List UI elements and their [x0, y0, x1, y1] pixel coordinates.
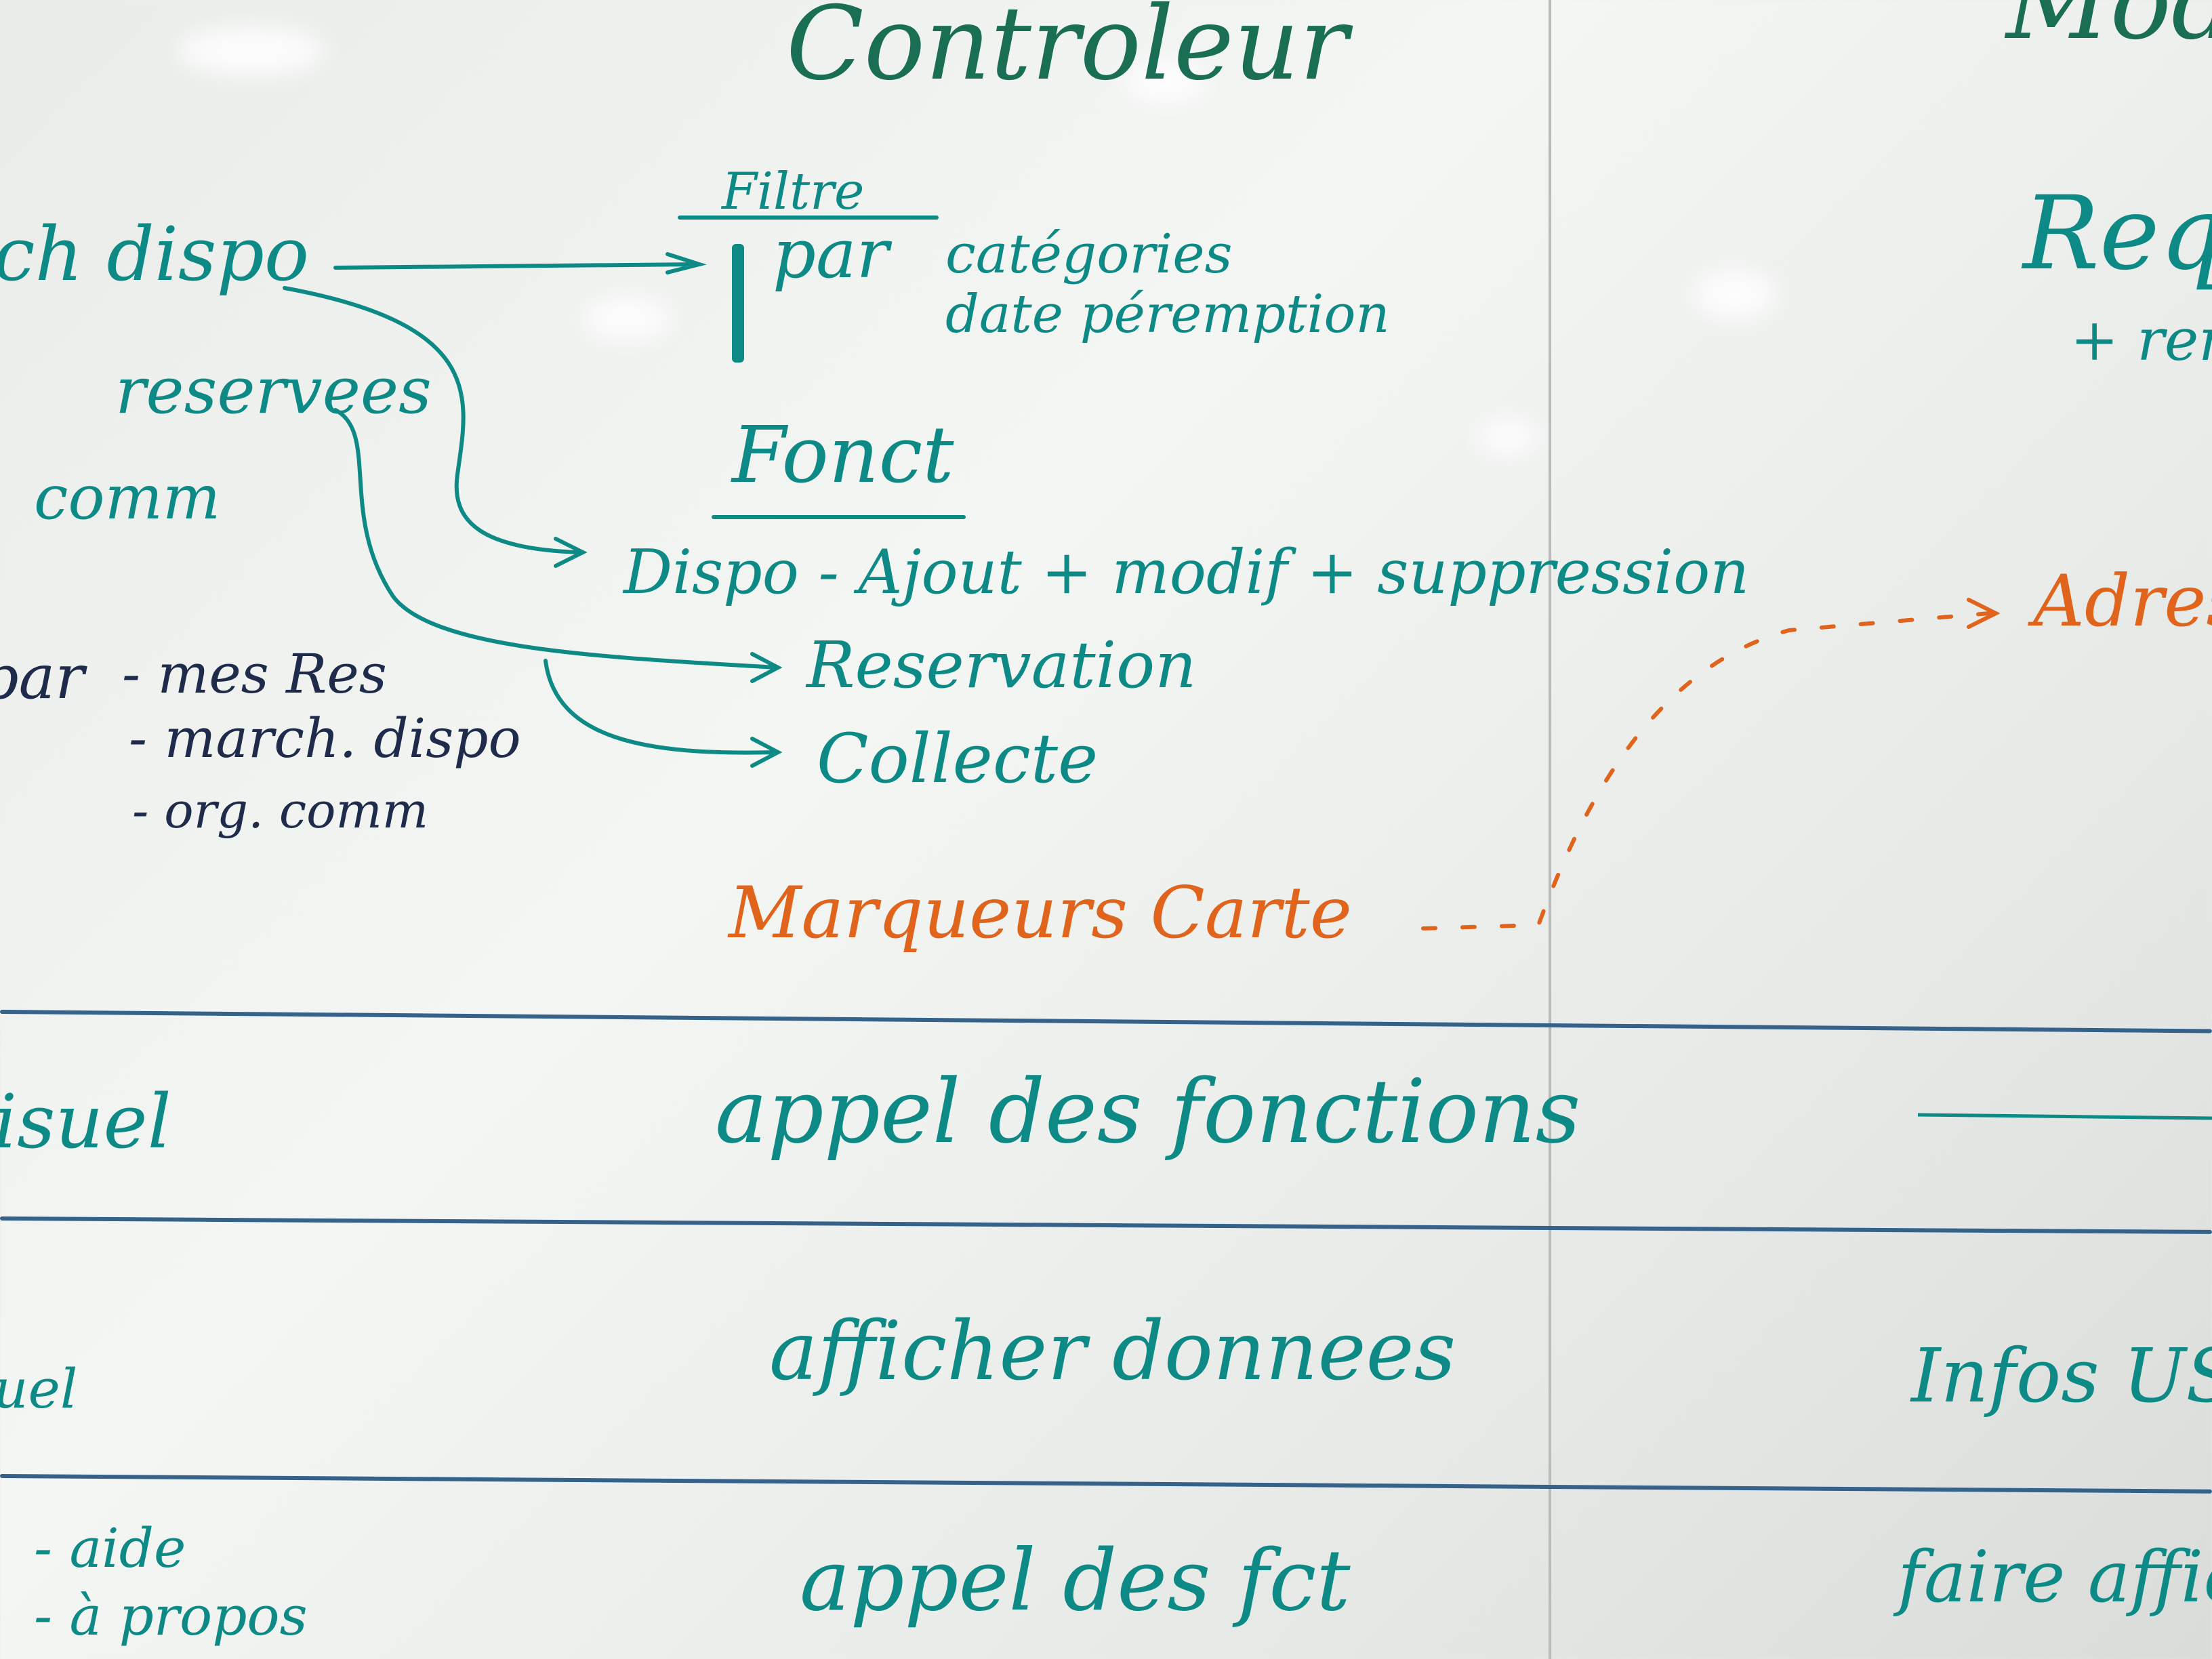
row2-left-label: uel: [0, 1357, 78, 1420]
dashed-markers-to-address: [1421, 611, 1991, 930]
glare-spot: [583, 298, 671, 339]
glare-spot: [1125, 61, 1206, 102]
row3-left-item: - aide: [34, 1517, 186, 1580]
filter-heading-underline: [678, 216, 939, 220]
row2-model-label: Infos USR: [1911, 1332, 2212, 1419]
model-request-sub-label: + ren: [2070, 307, 2212, 374]
filter-heading: Filtre: [722, 161, 865, 221]
left-list-item: - mes Res: [122, 642, 387, 705]
function-reservation: Reservation: [806, 628, 1197, 703]
row3-left-item: - à propos: [34, 1584, 308, 1647]
left-item-dispo: ch dispo: [0, 211, 310, 298]
model-address-label: Adress: [2033, 560, 2212, 642]
row1-controller-label: appel des fonctions: [715, 1060, 1581, 1163]
model-row-stroke: [1917, 1113, 2212, 1120]
function-collecte: Collecte: [817, 719, 1099, 798]
glare-spot: [1477, 420, 1538, 454]
glare-spot: [176, 27, 325, 75]
model-request-label: Requ: [2023, 175, 2212, 293]
functions-heading: Fonct: [732, 410, 954, 501]
whiteboard-panel-seam: [1549, 0, 1551, 1659]
row1-left-label: isuel: [0, 1078, 171, 1165]
dashed-arrow-head: [1967, 598, 2001, 629]
filter-criteria-date: date péremption: [945, 284, 1390, 345]
row3-controller-label: appel des fct: [800, 1532, 1351, 1630]
filter-bar-mark: [732, 244, 744, 363]
row2-controller-label: afficher donnees: [769, 1305, 1456, 1399]
map-markers-label: Marqueurs Carte: [729, 872, 1352, 954]
filter-criteria-categories: catégories: [945, 222, 1233, 285]
left-list-item: - org. comm: [132, 782, 429, 839]
arrow-reservees-to-reservation: [333, 408, 783, 683]
glare-spot: [1694, 271, 1776, 319]
left-item-reservees: reservees: [115, 354, 432, 428]
left-list-item: - march. dispo: [129, 707, 521, 770]
left-item-comm: comm: [34, 462, 221, 533]
controller-column-title: Controleur: [786, 0, 1349, 103]
filter-by-label: par: [773, 214, 889, 293]
functions-heading-underline: [712, 515, 966, 519]
arrow-dispo-to-filter: [333, 252, 707, 274]
left-list-prefix: par: [0, 642, 85, 713]
arrow-dispo-to-functions: [283, 286, 588, 568]
arrow-branch-to-collecte: [544, 659, 783, 768]
model-column-title: Mode: [2006, 0, 2212, 62]
row3-model-label: faire affich: [1898, 1536, 2212, 1618]
function-dispo: Dispo - Ajout + modif + suppression: [623, 537, 1750, 608]
